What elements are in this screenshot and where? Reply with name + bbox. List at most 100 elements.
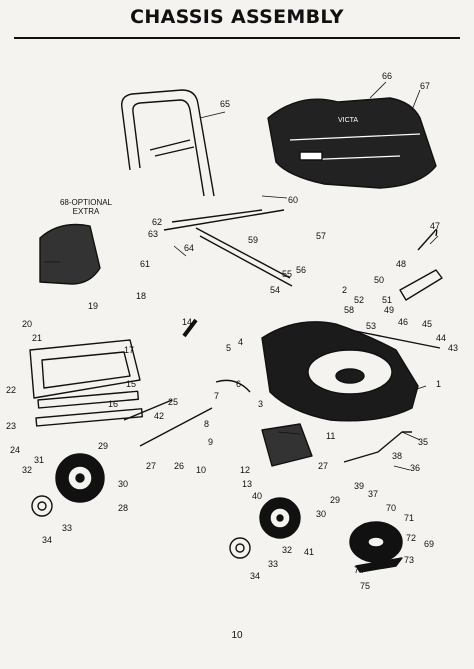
option-note-line1: 68-OPTIONAL bbox=[59, 198, 112, 207]
callout-11: 11 bbox=[326, 431, 336, 441]
shield-drawing bbox=[261, 423, 313, 467]
callout-32b: 32 bbox=[282, 545, 293, 555]
callout-36: 36 bbox=[410, 463, 421, 473]
callout-75: 75 bbox=[360, 581, 371, 591]
front-wheel-drawing bbox=[259, 497, 301, 539]
callout-70: 70 bbox=[386, 503, 397, 513]
callout-52: 52 bbox=[354, 295, 365, 305]
catcher-frame-drawing bbox=[29, 339, 141, 399]
callout-30b: 30 bbox=[316, 509, 327, 519]
callout-65: 65 bbox=[220, 99, 231, 109]
lower-handle-drawing bbox=[163, 209, 293, 287]
option-note-line2: EXTRA bbox=[72, 207, 100, 216]
callout-33a: 33 bbox=[62, 523, 73, 533]
callout-4: 4 bbox=[238, 337, 244, 347]
callout-69: 69 bbox=[424, 539, 435, 549]
front-hubcap-drawing bbox=[229, 537, 251, 559]
callout-47: 47 bbox=[430, 221, 441, 231]
callout-27b: 27 bbox=[318, 461, 329, 471]
callout-56: 56 bbox=[296, 265, 307, 275]
callout-46: 46 bbox=[398, 317, 409, 327]
rear-wheel-drawing bbox=[55, 453, 105, 503]
callout-67: 67 bbox=[420, 81, 431, 91]
callout-22: 22 bbox=[6, 385, 17, 395]
callout-13: 13 bbox=[242, 479, 253, 489]
callout-32a: 32 bbox=[22, 465, 33, 475]
callout-44: 44 bbox=[436, 333, 447, 343]
callout-62: 62 bbox=[152, 217, 163, 227]
callout-60: 60 bbox=[288, 195, 299, 205]
callout-2: 2 bbox=[342, 285, 348, 295]
deflector-drawing bbox=[39, 223, 101, 285]
callout-41: 41 bbox=[304, 547, 315, 557]
callout-17: 17 bbox=[124, 345, 135, 355]
callout-1: 1 bbox=[436, 379, 442, 389]
callout-63: 63 bbox=[148, 229, 159, 239]
callout-66: 66 bbox=[382, 71, 393, 81]
callout-33b: 33 bbox=[268, 559, 279, 569]
callout-55: 55 bbox=[282, 269, 293, 279]
callout-9: 9 bbox=[208, 437, 214, 447]
callout-74: 74 bbox=[354, 565, 365, 575]
callout-20: 20 bbox=[22, 319, 33, 329]
callout-43: 43 bbox=[448, 343, 459, 353]
callout-10: 10 bbox=[196, 465, 207, 475]
handle-drawing bbox=[121, 89, 215, 197]
callout-49: 49 bbox=[384, 305, 395, 315]
callout-5: 5 bbox=[226, 343, 232, 353]
callout-64: 64 bbox=[184, 243, 195, 253]
callout-21: 21 bbox=[32, 333, 43, 343]
callout-38: 38 bbox=[392, 451, 403, 461]
callout-54: 54 bbox=[270, 285, 281, 295]
callout-19: 19 bbox=[88, 301, 99, 311]
callout-29a: 29 bbox=[98, 441, 109, 451]
grass-catcher-drawing bbox=[267, 97, 437, 189]
option-note: 68-OPTIONAL EXTRA bbox=[48, 198, 124, 216]
callout-30a: 30 bbox=[118, 479, 129, 489]
callout-34a: 34 bbox=[42, 535, 53, 545]
callout-34b: 34 bbox=[250, 571, 261, 581]
callout-27a: 27 bbox=[146, 461, 157, 471]
brand-mark: VICTA bbox=[338, 117, 359, 124]
callout-14: 14 bbox=[182, 317, 193, 327]
callout-53: 53 bbox=[366, 321, 377, 331]
callout-61: 61 bbox=[140, 259, 151, 269]
callout-15: 15 bbox=[126, 379, 137, 389]
callout-8: 8 bbox=[204, 419, 210, 429]
callout-71: 71 bbox=[404, 513, 415, 523]
callout-37: 37 bbox=[368, 489, 379, 499]
callout-26: 26 bbox=[174, 461, 185, 471]
callout-16: 16 bbox=[108, 399, 119, 409]
callout-50: 50 bbox=[374, 275, 385, 285]
callout-18: 18 bbox=[136, 291, 147, 301]
callout-25: 25 bbox=[168, 397, 179, 407]
callout-57: 57 bbox=[316, 231, 327, 241]
page-title: CHASSIS ASSEMBLY bbox=[130, 6, 344, 28]
callout-72: 72 bbox=[406, 533, 417, 543]
callout-29b: 29 bbox=[330, 495, 341, 505]
callout-35: 35 bbox=[418, 437, 429, 447]
callout-59: 59 bbox=[248, 235, 259, 245]
callout-7: 7 bbox=[214, 391, 220, 401]
rear-hubcap-drawing bbox=[31, 495, 53, 517]
callout-28: 28 bbox=[118, 503, 129, 513]
callout-39: 39 bbox=[354, 481, 365, 491]
callout-40: 40 bbox=[252, 491, 263, 501]
callout-45: 45 bbox=[422, 319, 433, 329]
callout-42: 42 bbox=[154, 411, 165, 421]
title-rule bbox=[14, 37, 460, 39]
callout-23: 23 bbox=[6, 421, 17, 431]
callout-3: 3 bbox=[258, 399, 264, 409]
callout-6: 6 bbox=[236, 379, 242, 389]
front-axle-drawing bbox=[343, 431, 412, 463]
callout-12: 12 bbox=[240, 465, 251, 475]
page-number: 10 bbox=[231, 630, 243, 641]
callout-73: 73 bbox=[404, 555, 415, 565]
callout-48: 48 bbox=[396, 259, 407, 269]
callout-58: 58 bbox=[344, 305, 355, 315]
callout-31: 31 bbox=[34, 455, 45, 465]
callout-51: 51 bbox=[382, 295, 393, 305]
callout-24: 24 bbox=[10, 445, 21, 455]
